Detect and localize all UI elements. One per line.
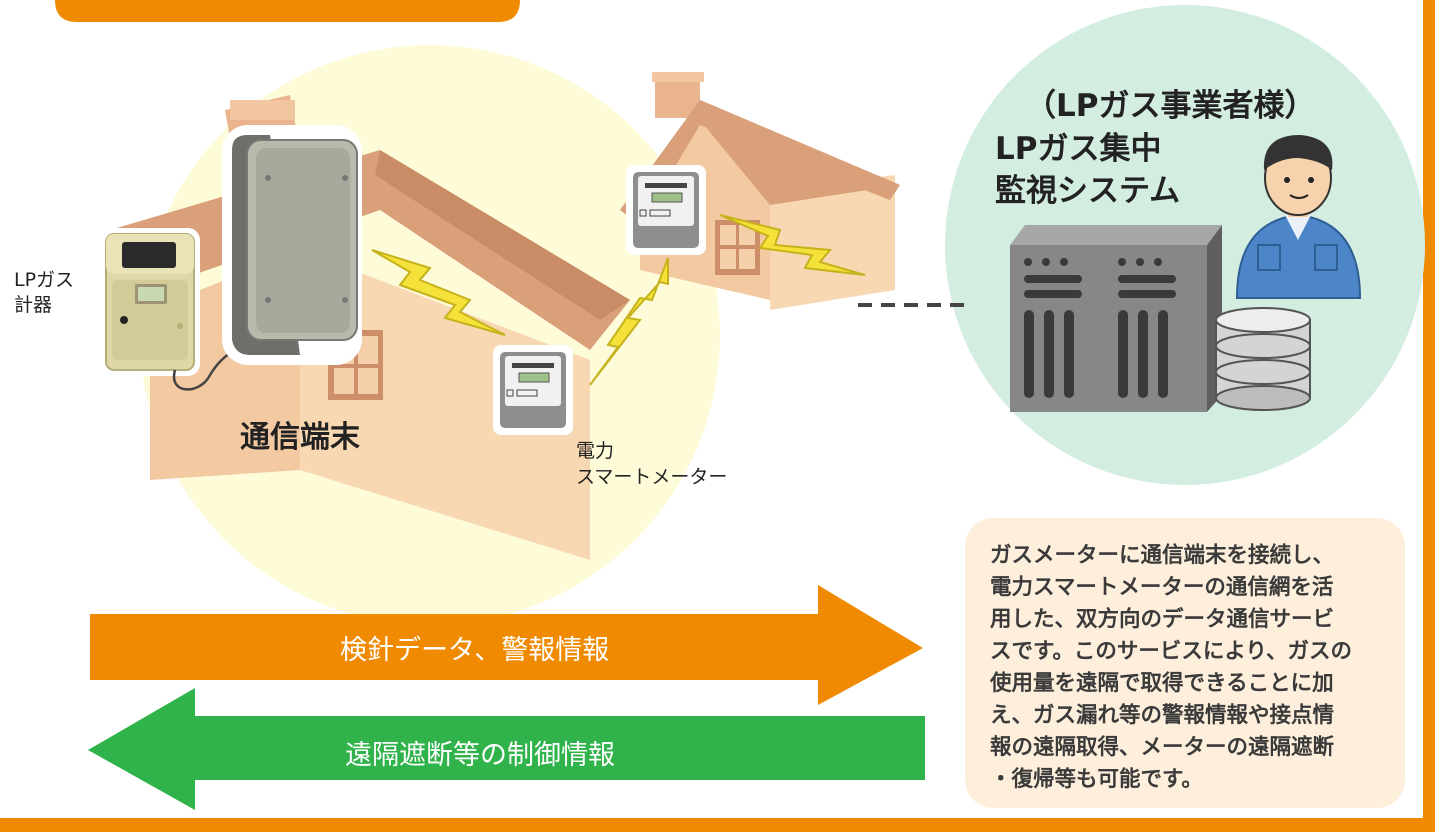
frame-border-bottom	[0, 818, 1435, 832]
description-line: 使用量を遠隔で取得できることに加	[990, 671, 1334, 696]
terminal-label: 通信端末	[240, 420, 360, 455]
power-meter-label: 電力 スマートメーター	[576, 438, 727, 490]
system-label: LPガス集中 監視システム	[995, 128, 1180, 212]
lightning-icon	[589, 257, 669, 386]
operator-label: （LPガス事業者様）	[1025, 88, 1316, 124]
description-line: ガスメーターに通信端末を接続し、	[990, 543, 1335, 568]
frame-corner	[1405, 0, 1435, 832]
system-label-line1: LPガス集中	[995, 131, 1162, 167]
system-label-line2: 監視システム	[995, 173, 1181, 209]
right-arrow-label: 検針データ、警報情報	[340, 635, 610, 666]
description-line: 電力スマートメーターの通信網を活	[990, 575, 1334, 600]
power-meter-label-line1: 電力	[576, 440, 615, 462]
power-meter-label-line2: スマートメーター	[576, 466, 728, 488]
description-line: 報の遠隔取得、メーターの遠隔遮断	[990, 735, 1335, 760]
description-line: スです。このサービスにより、ガスの	[990, 639, 1353, 664]
server-icon	[1105, 225, 1222, 412]
operator-person-icon	[1235, 135, 1362, 299]
gas-meter-label-line1: LPガス	[14, 269, 75, 291]
communication-terminal-icon	[222, 125, 362, 365]
smart-meter-icon	[493, 345, 573, 435]
left-arrow	[88, 688, 925, 810]
right-arrow	[90, 585, 923, 705]
gas-meter-label-line2: 計器	[14, 294, 53, 316]
description-line: ・復帰等も可能です。	[990, 767, 1203, 792]
left-arrow-label: 遠隔遮断等の制御情報	[345, 740, 615, 771]
smart-meter-icon	[626, 165, 706, 255]
description-text: ガスメーターに通信端末を接続し、 電力スマートメーターの通信網を活 用した、双方…	[990, 540, 1392, 796]
header-tab	[55, 0, 520, 22]
lightning-icon	[719, 214, 866, 276]
description-box	[965, 518, 1405, 808]
gas-meter-label: LPガス 計器	[14, 268, 74, 318]
database-icon	[1215, 307, 1311, 411]
description-line: 用した、双方向のデータ通信サービ	[990, 607, 1335, 632]
lp-gas-meter-icon	[100, 228, 200, 376]
lightning-icon	[371, 249, 506, 336]
description-line: え、ガス漏れ等の警報情報や接点情	[990, 703, 1335, 728]
